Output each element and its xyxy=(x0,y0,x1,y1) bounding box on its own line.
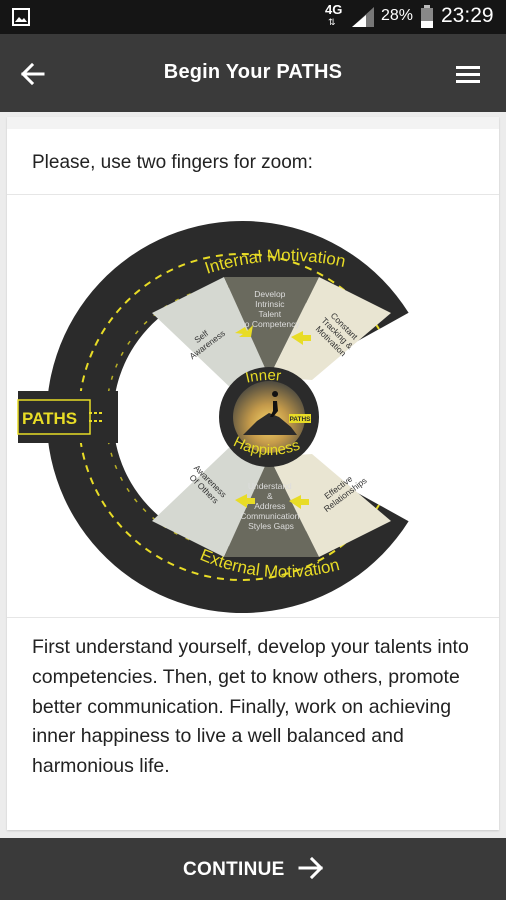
arrow-icons xyxy=(235,325,311,509)
status-bar: 4G ⇅ 28% 23:29 xyxy=(0,0,506,34)
segment-communication[interactable] xyxy=(224,456,319,557)
network-activity-icon: ⇅ xyxy=(328,17,336,27)
segment-constant-tracking[interactable] xyxy=(269,277,391,380)
app-bar: Begin Your PATHS xyxy=(0,34,506,112)
hamburger-menu-icon xyxy=(456,66,480,83)
network-type: 4G xyxy=(325,2,343,17)
center-label-inner: Inner xyxy=(244,367,282,387)
segment-effective-relationships[interactable] xyxy=(269,454,391,557)
road-ring xyxy=(46,221,409,613)
clock: 23:29 xyxy=(441,4,494,27)
back-button[interactable] xyxy=(14,56,50,92)
entry-label: PATHS xyxy=(22,409,77,428)
battery-percent: 28% xyxy=(381,7,414,24)
segment-self-awareness[interactable] xyxy=(152,277,270,387)
segment-develop-talent[interactable] xyxy=(224,277,319,378)
divider xyxy=(7,194,499,195)
continue-label: CONTINUE xyxy=(183,859,285,880)
segment-label-communication: Understand & Address Communication Style… xyxy=(240,481,301,531)
entry-sign xyxy=(17,399,91,435)
battery-icon xyxy=(421,5,433,28)
back-arrow-icon xyxy=(20,62,45,86)
segment-awareness-of-others[interactable] xyxy=(152,447,270,557)
center-badge xyxy=(289,414,311,423)
hiker-figure-icon xyxy=(270,391,279,417)
description-text: First understand yourself, develop your … xyxy=(32,636,469,778)
arrow-right-icon xyxy=(298,856,324,880)
paths-diagram[interactable]: PATHS Internal Motivation External Motiv… xyxy=(12,201,442,616)
gallery-icon xyxy=(12,8,30,26)
signal-icon xyxy=(352,7,374,27)
hiker-silhouette-icon xyxy=(243,413,297,435)
card-top-strip xyxy=(7,117,499,129)
menu-button[interactable] xyxy=(450,56,486,92)
zoom-instruction: Please, use two fingers for zoom: xyxy=(32,152,313,173)
divider xyxy=(7,617,499,618)
center-badge-label: PATHS xyxy=(289,416,311,423)
page-title: Begin Your PATHS xyxy=(163,61,343,83)
content-card: Please, use two fingers for zoom: PATHS … xyxy=(7,117,499,830)
segment-label-develop-talent: Develop Intrinsic Talent to Competency xyxy=(242,289,300,329)
continue-button[interactable]: CONTINUE xyxy=(0,838,506,900)
